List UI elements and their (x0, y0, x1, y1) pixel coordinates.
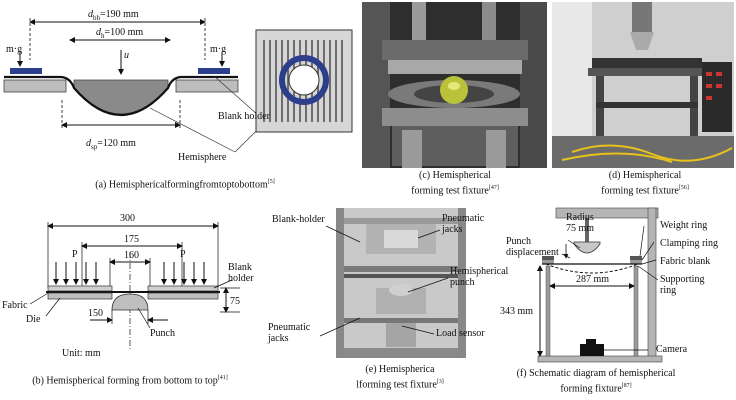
dim-150-label: 150 (88, 308, 103, 319)
base-plate (537, 355, 663, 363)
p-left-label: P (72, 249, 78, 260)
hemisphere-label: Hemisphere (178, 152, 227, 163)
panel-a-caption: (a) Hemisphericalformingfromtoptobottom[… (95, 179, 275, 191)
clamping-ring-label: Clamping ring (660, 238, 719, 249)
die-right (175, 79, 239, 93)
blank-holder-e-label: Blank-holder (272, 214, 325, 225)
blank-holder-right-b (147, 285, 219, 292)
dim-160-label: 160 (124, 250, 139, 261)
fabric-sheet (4, 75, 238, 117)
holder-ring-top-view (279, 55, 329, 105)
dim-sp-label: dsp=120 mm (86, 138, 136, 151)
panel-c-fixture-graphic (362, 2, 547, 168)
p-right-label: P (180, 249, 186, 260)
blank-holder-left-b (47, 285, 113, 292)
panel-b-diagram (29, 222, 240, 350)
panel-a-diagram (3, 18, 353, 153)
panel-f-diagram (537, 207, 663, 363)
blank-holder-b-label: Blank holder (228, 262, 254, 284)
hemi-punch-label: Hemispherical punch (450, 266, 509, 288)
dim-287-label: 287 mm (576, 274, 610, 285)
dim-h-label: dh=100 mm (96, 27, 144, 40)
load-sensor-label: Load sensor (436, 328, 485, 339)
unit-label: Unit: mm (62, 348, 101, 359)
hemisphere-top-view (288, 64, 320, 96)
panel-e-photo (336, 208, 466, 358)
panel-c-caption: (c) Hemispherical forming test fixture[4… (411, 170, 499, 197)
load-right-label: m·g (210, 44, 227, 55)
supporting-ring-label: Supporting ring (660, 274, 705, 296)
panel-f-caption: (f) Schematic diagram of hemispherical f… (516, 368, 676, 395)
die-left-b (47, 292, 113, 300)
dim-343-label: 343 mm (500, 306, 534, 317)
blank-holder-right (198, 68, 230, 74)
panel-b-caption: (b) Hemispherical forming from bottom to… (32, 375, 228, 387)
top-beam (555, 207, 659, 219)
punch-disp-label: Punch displacement (506, 236, 559, 258)
dim-75-label: 75 (230, 296, 240, 307)
fabric-blank-label: Fabric blank (660, 256, 711, 267)
weight-ring-left (542, 256, 554, 260)
die-right-b (147, 292, 219, 300)
panel-d-caption: (d) Hemispherical forming test fixture[5… (601, 170, 689, 197)
dim-bh-label: dbh=190 mm (88, 9, 139, 22)
punch-label: Punch (150, 328, 175, 339)
radius-label: Radius 75 mm (566, 212, 595, 234)
punch-u-label: u (124, 50, 129, 61)
panel-f: Radius 75 mm Punch displacement Weight r… (496, 200, 736, 400)
panel-d-photo (552, 2, 734, 168)
blank-holder-label: Blank holder (218, 111, 270, 122)
clamp-ring-left (542, 260, 554, 264)
punch-rod (585, 218, 589, 242)
load-left-label: m·g (6, 44, 23, 55)
punch-head (573, 241, 601, 254)
frame-post (647, 207, 657, 361)
camera-label: Camera (656, 344, 688, 355)
fabric-label: Fabric (2, 300, 28, 311)
camera-body (580, 344, 604, 356)
panel-c-photo (362, 2, 547, 168)
panel-e-leaders (319, 225, 449, 337)
panel-a: dbh=190 mm dh=100 mm m·g m·g u dsp=120 m… (0, 0, 360, 192)
die-left (3, 79, 67, 93)
pneumatic-top-label: Pneumatic jacks (442, 213, 485, 235)
panel-e-caption: (e) Hemispherica lforming test fixture[3… (356, 364, 444, 391)
dim-175-label: 175 (124, 234, 139, 245)
weight-ring-right (630, 256, 642, 260)
clamp-ring-right (630, 260, 642, 264)
pneumatic-bottom-label: Pneumatic jacks (268, 322, 311, 344)
panel-b: 300 175 160 P P Blank holder 75 Fabric D… (0, 200, 260, 400)
panel-d-fixture-graphic (552, 2, 734, 168)
dim-300-label: 300 (120, 213, 135, 224)
die-label: Die (26, 314, 41, 325)
panel-e-fixture-graphic (336, 208, 466, 358)
weight-ring-label: Weight ring (660, 220, 708, 231)
punch-b (111, 293, 149, 311)
blank-holder-left (10, 68, 42, 74)
hemisphere-punch (73, 79, 169, 115)
